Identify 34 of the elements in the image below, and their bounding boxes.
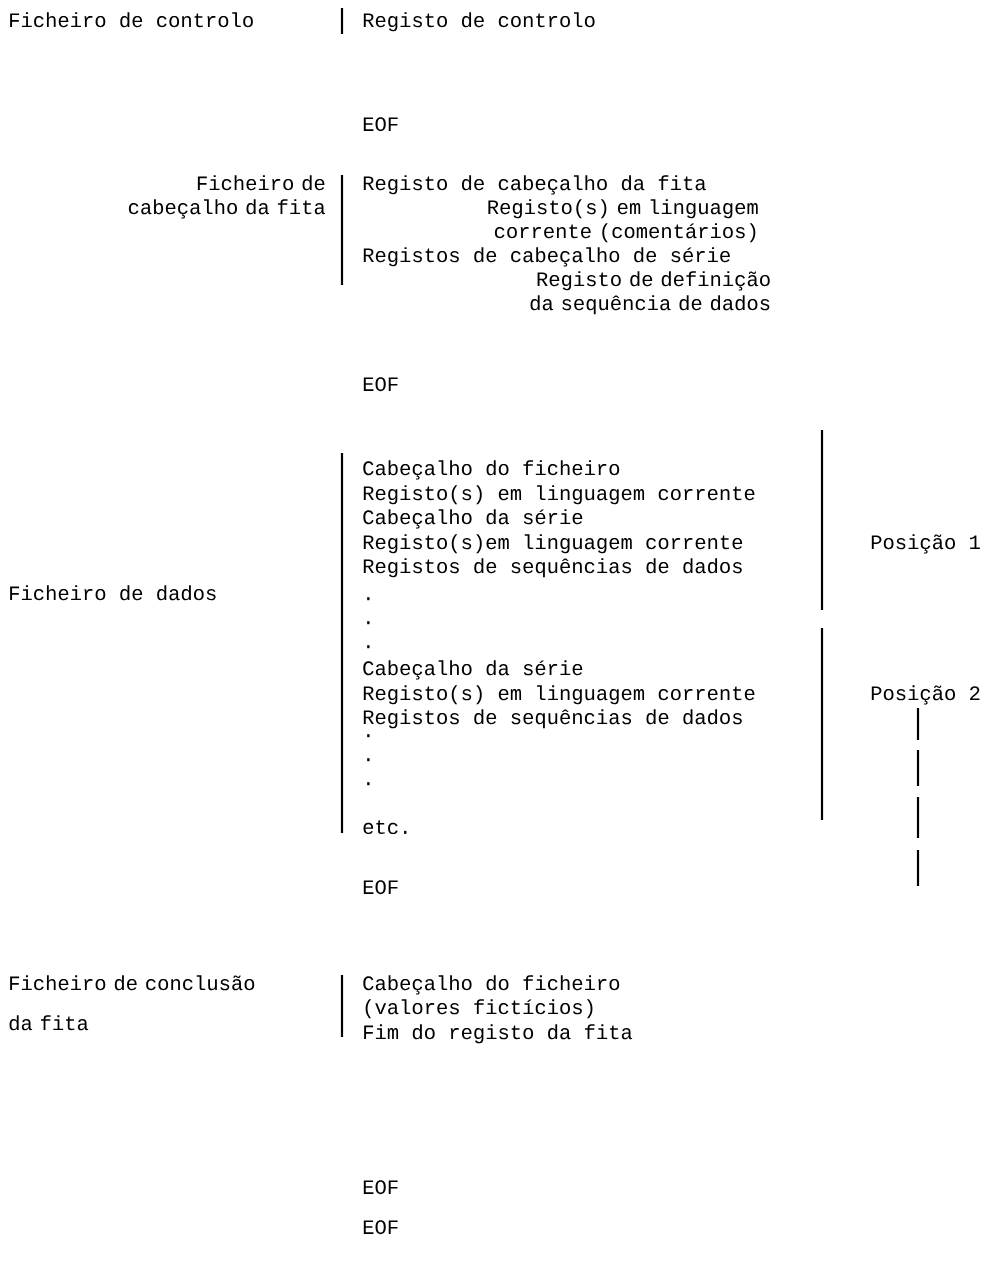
eof-marker: EOF (363, 1220, 398, 1235)
record-label: Cabeçalho da série (363, 660, 583, 680)
record-label: Registos de cabeçalho de série (363, 247, 730, 267)
ellipsis-dot: . (367, 621, 370, 625)
position-label: Posição 1 (871, 534, 980, 554)
ellipsis-dot: . (367, 597, 370, 601)
record-label: Cabeçalho do ficheiro (363, 460, 620, 480)
eof-marker: EOF (363, 1180, 398, 1195)
record-label: Registo de cabeçalho da fita (363, 175, 706, 195)
record-label: etc. (363, 820, 407, 835)
eof-marker: EOF (363, 880, 398, 895)
record-label: Fim do registo da fita (364, 1024, 633, 1044)
record-label: Registos de sequências de dados (363, 709, 742, 729)
ellipsis-dot: . (367, 645, 370, 649)
file-label: Ficheiro de conclusão da fita (9, 975, 255, 1031)
record-label: Registo(s) em linguagem corrente (comentários) (488, 199, 758, 243)
record-label: (valores fictícios) (365, 999, 593, 1019)
record-label: Registo de controlo (363, 12, 595, 32)
record-label: Registos de sequências de dados (363, 558, 742, 578)
record-label: Registo de definição da sequência de dados (530, 271, 770, 315)
ellipsis-dot: . (367, 782, 370, 786)
eof-marker: EOF (363, 377, 398, 392)
file-label: Ficheiro de cabeçalho da fita (128, 175, 326, 219)
position-label: Posição 2 (871, 685, 980, 705)
file-label: Ficheiro de controlo (10, 12, 253, 28)
record-label: Cabeçalho do ficheiro (363, 975, 620, 995)
record-label: Registo(s)em linguagem corrente (363, 534, 743, 554)
eof-marker: EOF (363, 117, 398, 132)
file-label: Ficheiro de dados (10, 585, 216, 601)
ellipsis-dot: . (367, 734, 370, 738)
record-label: Cabeçalho da série (363, 509, 583, 529)
ellipsis-dot: . (367, 758, 370, 762)
record-label: Registo(s) em linguagem corrente (363, 485, 755, 505)
record-label: Registo(s) em linguagem corrente (363, 685, 755, 705)
